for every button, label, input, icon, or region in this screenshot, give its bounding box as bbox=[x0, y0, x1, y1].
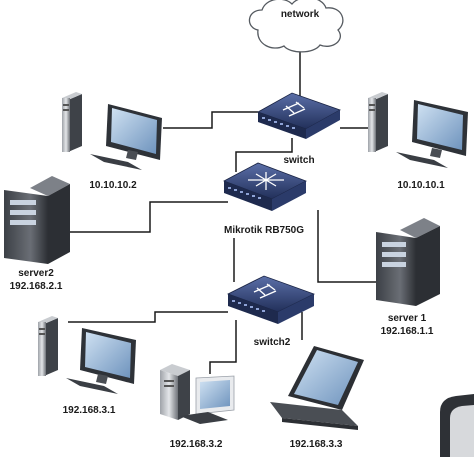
pc-3-2-device bbox=[160, 364, 235, 424]
link-pc-left-switch bbox=[163, 111, 258, 129]
switch2-device bbox=[226, 275, 316, 324]
switch-top-label: switch bbox=[283, 155, 315, 166]
server1-name: server 1 bbox=[387, 313, 427, 324]
network-cloud bbox=[248, 0, 344, 53]
router-label: Mikrotik RB750G bbox=[223, 225, 305, 236]
laptop-3-3-device bbox=[270, 346, 364, 430]
server1-device bbox=[376, 218, 440, 306]
pc-top-left-device bbox=[62, 92, 162, 170]
laptop-3-3-ip: 192.168.3.3 bbox=[289, 439, 343, 450]
links bbox=[68, 45, 378, 374]
server2-name: server2 bbox=[18, 268, 54, 279]
link-pc31-switch2 bbox=[68, 311, 228, 323]
pc-3-1-device bbox=[38, 316, 136, 394]
pc-top-right-ip: 10.10.10.1 bbox=[397, 180, 445, 191]
pc-3-2-ip: 192.168.3.2 bbox=[169, 439, 223, 450]
link-router-server1 bbox=[317, 210, 378, 283]
link-server2-router bbox=[68, 201, 228, 233]
server1-ip: 192.168.1.1 bbox=[380, 326, 434, 337]
link-switch2-pc32 bbox=[209, 320, 237, 374]
router-device bbox=[223, 162, 307, 211]
pc-top-right-device bbox=[368, 92, 468, 168]
link-switch-router bbox=[235, 138, 293, 172]
pc-3-1-ip: 192.168.3.1 bbox=[62, 405, 116, 416]
server2-ip: 192.168.2.1 bbox=[9, 281, 63, 292]
network-label: network bbox=[280, 9, 320, 20]
server2-device bbox=[4, 176, 70, 264]
pc-top-left-ip: 10.10.10.2 bbox=[89, 180, 137, 191]
partial-device-corner bbox=[440, 394, 474, 457]
switch-top-device bbox=[257, 92, 341, 139]
switch2-label: switch2 bbox=[253, 337, 291, 348]
